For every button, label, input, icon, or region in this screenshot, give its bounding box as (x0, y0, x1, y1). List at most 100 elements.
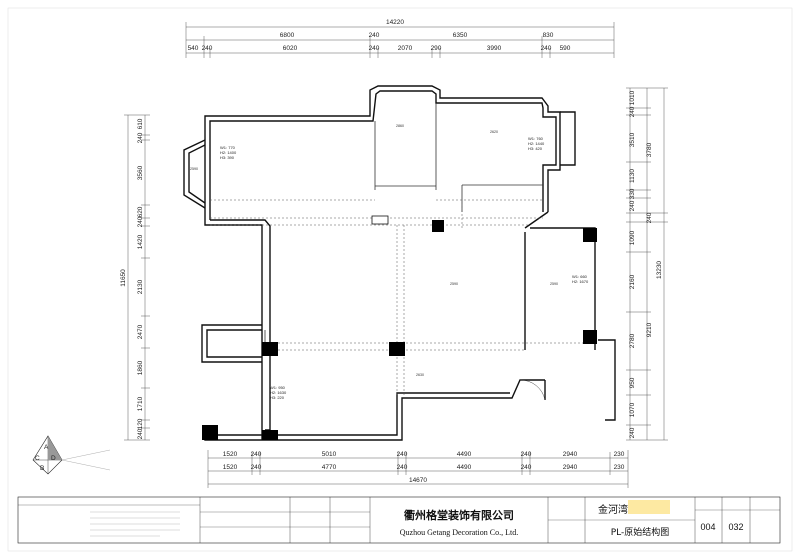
orientation-compass: A B C D (32, 435, 111, 475)
door-swing (519, 379, 546, 401)
dim-label: 1520 (223, 451, 238, 458)
dim-label: 3510 (629, 132, 636, 147)
column-outline (371, 215, 389, 225)
dim-bottom-row1: 1520 240 5010 240 4490 240 2940 230 (223, 451, 625, 458)
dim-label: 2160 (629, 274, 636, 289)
ceiling-height-label: 2630 (416, 373, 424, 377)
beam-lines (210, 199, 595, 395)
bottom-dimensions (207, 450, 629, 488)
room-h2-label: H2: 1400 (220, 150, 237, 155)
dim-label: 950 (629, 377, 636, 388)
compass-label-d: D (51, 455, 56, 462)
compass-label-c: C (35, 455, 40, 462)
dim-label: 240 (137, 428, 144, 439)
top-dimensions (185, 22, 615, 58)
dim-label: 240 (369, 32, 380, 39)
ceiling-height-label: 2590 (190, 167, 198, 171)
dim-label: 1420 (137, 234, 144, 249)
dim-label: 2940 (563, 451, 578, 458)
dim-label: 240 (397, 464, 408, 471)
compass-label-a: A (44, 444, 49, 451)
dim-label: 2780 (629, 333, 636, 348)
dim-label: 1860 (137, 360, 144, 375)
dim-label: 1090 (629, 230, 636, 245)
room-h2-label: H2: 1440 (528, 141, 545, 146)
column (583, 228, 597, 242)
dim-label: 240 (521, 451, 532, 458)
room-w-label: W1: 770 (220, 145, 236, 150)
room-h2-label: H2: 1630 (270, 390, 287, 395)
drawing-number: 004 (700, 522, 715, 532)
room-h3-label: H3: 420 (528, 146, 543, 151)
dim-label: 330 (629, 188, 636, 199)
dim-label: 830 (543, 32, 554, 39)
dim-label: 240 (137, 216, 144, 227)
room-h3-label: H3: 390 (220, 155, 235, 160)
dim-label: 1520 (223, 464, 238, 471)
dim-label: 540 (188, 45, 199, 52)
redaction-highlight (628, 500, 670, 514)
dim-label: 4770 (322, 464, 337, 471)
dim-right-row2: 3780 240 9210 (646, 142, 653, 337)
dim-label: 1710 (137, 396, 144, 411)
dim-label: 230 (614, 464, 625, 471)
dim-label: 610 (137, 118, 144, 129)
dim-label: 2940 (563, 464, 578, 471)
left-dimensions (124, 114, 150, 441)
column (262, 342, 278, 356)
dim-label: 120 (137, 418, 144, 429)
ceiling-height-markers: 2860 2620 2590 2590 2630 2590 (190, 124, 558, 377)
column (202, 425, 218, 440)
dim-label: 240 (541, 45, 552, 52)
room-w-label: W1: 660 (572, 274, 588, 279)
title-block: 衢州格堂装饰有限公司 Quzhou Getang Decoration Co.,… (17, 496, 781, 544)
room-h3-label: H3: 220 (270, 395, 285, 400)
page-border (7, 7, 793, 552)
dim-label: 240 (251, 451, 262, 458)
dim-label: 3780 (646, 142, 653, 157)
sheet-number: 032 (728, 522, 743, 532)
dim-label: 240 (202, 45, 213, 52)
dim-label: 3560 (137, 165, 144, 180)
dim-label: 2130 (137, 279, 144, 294)
company-name-en: Quzhou Getang Decoration Co., Ltd. (400, 528, 518, 537)
dim-top-row2: 6800 240 6350 830 (280, 32, 554, 39)
project-name: 金河湾 (598, 503, 628, 516)
company-name-cn: 衢州格堂装饰有限公司 (404, 508, 514, 522)
dim-top-overall: 14220 (386, 19, 404, 26)
dim-label: 5010 (322, 451, 337, 458)
dim-label: 9210 (646, 322, 653, 337)
structural-columns (202, 220, 597, 440)
compass-label-b: B (40, 465, 44, 472)
dim-label: 240 (251, 464, 262, 471)
dim-label: 4490 (457, 464, 472, 471)
room-w-label: W1: 760 (528, 136, 544, 141)
dim-label: 230 (614, 451, 625, 458)
dim-bottom-overall: 14670 (409, 477, 427, 484)
exterior-walls (183, 85, 616, 441)
ceiling-height-label: 2590 (550, 282, 558, 286)
dim-label: 240 (137, 132, 144, 143)
dim-right-overall: 13230 (656, 261, 663, 279)
dim-label: 620 (137, 206, 144, 217)
dim-label: 240 (521, 464, 532, 471)
dim-label: 240 (646, 212, 653, 223)
column (432, 220, 444, 232)
dim-label: 240 (629, 200, 636, 211)
dim-label: 2470 (137, 324, 144, 339)
column (389, 342, 405, 356)
dim-label: 6350 (453, 32, 468, 39)
dim-label: 240 (629, 427, 636, 438)
dim-left-overall: 11650 (120, 269, 127, 287)
dim-label: 1130 (629, 169, 636, 183)
dim-top-row3: 540 240 6020 240 2070 290 3990 240 590 (188, 45, 571, 52)
dim-label: 3990 (487, 45, 502, 52)
room-annotations: W1: 770 H2: 1400 H3: 390 W1: 760 H2: 144… (220, 136, 589, 400)
column (583, 330, 597, 344)
dim-label: 4490 (457, 451, 472, 458)
dim-left-row: 610 240 3560 620 240 1420 2130 2470 1860… (137, 118, 144, 439)
dim-label: 6800 (280, 32, 295, 39)
dim-label: 6020 (283, 45, 298, 52)
